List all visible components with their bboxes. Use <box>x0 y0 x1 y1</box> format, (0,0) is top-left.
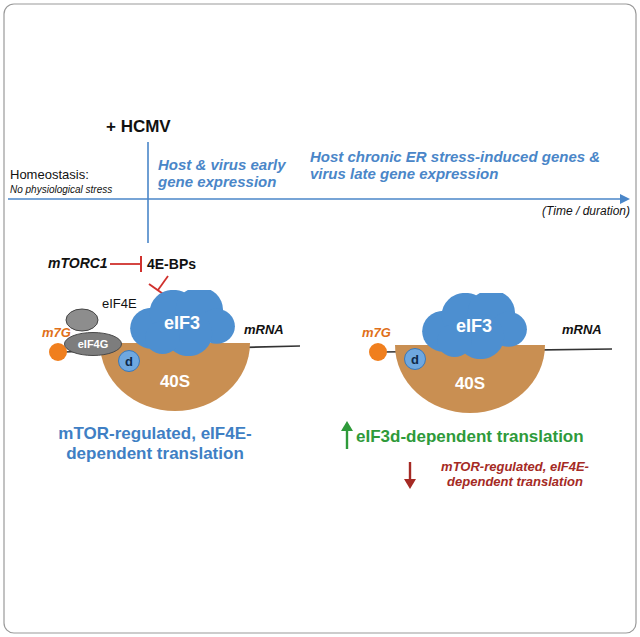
time-axis <box>8 198 628 200</box>
frame <box>4 4 636 633</box>
up-label: eIF3d-dependent translation <box>356 427 626 447</box>
protein-label: 4E-BPs <box>147 256 217 272</box>
complex-label: mTORC1 <box>48 255 110 271</box>
state-label: Homeostasis: <box>10 168 140 183</box>
cap-label: m7G <box>362 326 402 341</box>
cap-dot <box>369 343 387 361</box>
ribosome-40s-label: 40S <box>455 374 485 394</box>
eif3-complex: eIF3 <box>128 290 236 356</box>
eif3-complex-label: eIF3 <box>456 316 492 337</box>
eif3d-subunit-label: d <box>411 352 419 367</box>
state-note: No physiological stress <box>10 184 142 196</box>
axis-label: (Time / duration) <box>520 205 630 219</box>
mrna-label: mRNA <box>244 323 304 338</box>
inhibition-line <box>158 276 168 290</box>
ribosome-40s-label: 40S <box>160 372 190 392</box>
inhibition-bar <box>140 256 142 272</box>
mechanism-label: mTOR-regulated, eIF4E-dependent translat… <box>30 424 280 463</box>
mrna-label: mRNA <box>562 323 622 338</box>
eif4g-protein-label: eIF4G <box>78 338 109 350</box>
eif3d-subunit-label: d <box>125 354 133 369</box>
phase-label: Host chronic ER stress-induced genes & v… <box>310 148 622 183</box>
down-arrow-head <box>404 479 416 489</box>
eif3-complex-label: eIF3 <box>164 313 200 334</box>
phase-label: Host & virus early gene expression <box>158 156 298 191</box>
infection-marker <box>147 142 149 243</box>
event-label: + HCMV <box>106 117 196 137</box>
eif3d-subunit: d <box>404 348 426 370</box>
eif3-complex: eIF3 <box>420 293 528 359</box>
up-arrow <box>346 428 348 449</box>
inhibition-line <box>110 263 141 265</box>
up-arrow-head <box>341 421 353 431</box>
eif4g-protein: eIF4G <box>64 332 122 356</box>
eif3d-subunit: d <box>118 350 140 372</box>
down-label: mTOR-regulated, eIF4E-dependent translat… <box>420 460 610 490</box>
